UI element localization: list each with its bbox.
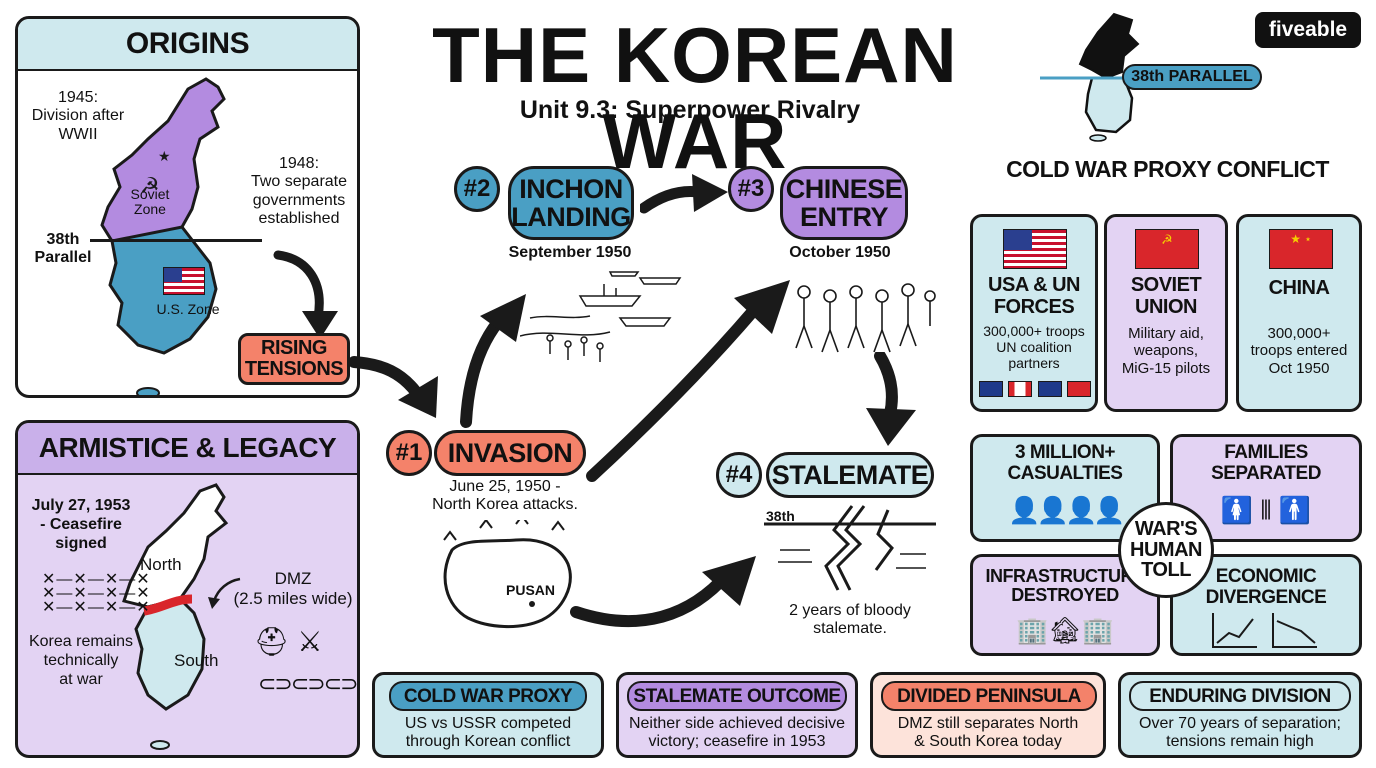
- us-zone-label: U.S. Zone: [156, 301, 220, 317]
- takeaway-title: ENDURING DIVISION: [1129, 681, 1351, 711]
- china-card-desc: 300,000+ troops entered Oct 1950: [1250, 325, 1348, 377]
- china-card-title: CHINA: [1268, 277, 1330, 299]
- armistice-title: ARMISTICE & LEGACY: [38, 432, 337, 463]
- logo-text: fiveable: [1268, 18, 1348, 41]
- svg-text:★: ★: [158, 148, 171, 164]
- takeaway-desc: Over 70 years of separation; tensions re…: [1139, 715, 1341, 751]
- proxy-card-usa: USA & UN FORCES 300,000+ troops UN coali…: [970, 214, 1098, 412]
- armistice-header: ARMISTICE & LEGACY: [18, 423, 357, 475]
- dmz-arrow: [208, 577, 241, 609]
- toll-center-circle: WAR'S HUMAN TOLL: [1118, 502, 1214, 598]
- barbed-wire-icon: ✕—✕—✕—✕✕—✕—✕—✕✕—✕—✕—✕: [42, 571, 151, 616]
- takeaway-cold-war-proxy: COLD WAR PROXY US vs USSR competed throu…: [372, 672, 604, 758]
- takeaway-desc: DMZ still separates North & South Korea …: [897, 715, 1079, 751]
- takeaway-title: DIVIDED PENINSULA: [881, 681, 1097, 711]
- dmz-label: DMZ (2.5 miles wide): [233, 569, 353, 608]
- soviet-zone-label: Soviet Zone: [130, 186, 170, 218]
- usa-card-desc: 300,000+ troops UN coalition partners: [983, 323, 1085, 372]
- dmz-line: [143, 594, 193, 616]
- stalemate-number: #4: [716, 452, 762, 498]
- toll-economic: ECONOMIC DIVERGENCE: [1170, 554, 1362, 656]
- arrow-1-to-2: [460, 294, 526, 428]
- pusan-label: PUSAN: [506, 582, 556, 598]
- usa-card-title: USA & UN FORCES: [988, 274, 1080, 318]
- parallel-line: [90, 239, 262, 242]
- north-korea-shape: [1078, 12, 1140, 80]
- naval-landing-icon: [520, 271, 682, 362]
- takeaway-desc: US vs USSR competed through Korean confl…: [404, 715, 572, 751]
- soviet-card-title: SOVIET UNION: [1130, 274, 1202, 318]
- inchon-number: #2: [454, 166, 500, 212]
- event-1945: 1945: Division after WWII: [31, 89, 125, 143]
- marching-troops-icon: [795, 283, 936, 353]
- north-label: North: [140, 555, 182, 574]
- toll-center-label: WAR'S HUMAN TOLL: [1130, 518, 1202, 582]
- armistice-date: July 27, 1953 - Ceasefire signed: [31, 497, 131, 552]
- takeaway-desc: Neither side achieved decisive victory; …: [628, 715, 846, 751]
- armistice-panel: ARMISTICE & LEGACY July 27, 1953 - Cease…: [15, 420, 360, 758]
- chinese-number: #3: [728, 166, 774, 212]
- china-flag-icon: ★ ⋆: [1269, 229, 1333, 269]
- invasion-number: #1: [386, 430, 432, 476]
- origins-title: ORIGINS: [125, 27, 250, 60]
- korea-mini-map: [1040, 12, 1150, 142]
- divergence-chart-icon: [1212, 613, 1317, 648]
- page-subtitle: Unit 9.3: Superpower Rivalry: [519, 96, 861, 124]
- island-shape: [136, 387, 160, 395]
- rising-tensions-tag: RISING TENSIONS: [238, 333, 350, 385]
- fiveable-logo[interactable]: fiveable: [1255, 12, 1361, 48]
- helmet-rifle-icon: ⛑ ⚔: [254, 626, 323, 657]
- takeaway-divided-peninsula: DIVIDED PENINSULA DMZ still separates No…: [870, 672, 1106, 758]
- us-flag-icon: [163, 267, 205, 295]
- pusan-perimeter-map: [443, 520, 572, 629]
- page-title: THE KOREAN WAR: [432, 11, 958, 185]
- south-label: South: [174, 651, 219, 670]
- chinese-label: CHINESE ENTRY: [780, 166, 908, 240]
- trench-line-icon: [764, 505, 936, 591]
- origins-header: ORIGINS: [18, 19, 357, 71]
- takeaway-enduring-division: ENDURING DIVISION Over 70 years of separ…: [1118, 672, 1362, 758]
- event-1948: 1948: Two separate governments establish…: [250, 155, 348, 228]
- invasion-desc: June 25, 1950 - North Korea attacks.: [432, 478, 578, 514]
- takeaway-stalemate-outcome: STALEMATE OUTCOME Neither side achieved …: [616, 672, 858, 758]
- takeaway-title: COLD WAR PROXY: [389, 681, 587, 711]
- arrow-1-to-4: [570, 556, 756, 628]
- proxy-title: COLD WAR PROXY CONFLICT: [1006, 156, 1329, 182]
- stalemate-desc: 2 years of bloody stalemate.: [789, 602, 911, 638]
- armistice-korea-map: [122, 483, 229, 750]
- parallel-label: 38th Parallel: [34, 231, 92, 267]
- takeaway-title: STALEMATE OUTCOME: [627, 681, 847, 711]
- soviet-flag-icon: ☭: [1135, 229, 1199, 269]
- arrow-3-to-4: [866, 352, 916, 446]
- remains-at-war: Korea remains technically at war: [28, 633, 134, 688]
- stalemate-line-label: 38th: [766, 508, 795, 524]
- soviet-card-desc: Military aid, weapons, MiG-15 pilots: [1121, 325, 1211, 377]
- proxy-card-soviet: ☭ SOVIET UNION Military aid, weapons, Mi…: [1104, 214, 1228, 412]
- inchon-label: INCHON LANDING: [508, 166, 634, 240]
- svg-text:☭: ☭: [140, 173, 160, 198]
- us-flag-icon: [1003, 229, 1067, 269]
- south-shape: [134, 597, 206, 711]
- arrow-2-to-3: [640, 174, 728, 214]
- arrow-1-to-3: [586, 280, 790, 482]
- inchon-date: September 1950: [508, 244, 632, 261]
- stalemate-label: STALEMATE: [766, 452, 934, 498]
- toll-families: FAMILIES SEPARATED 🚺 ⦀ 🚹: [1170, 434, 1362, 542]
- destroyed-buildings-icon: 🏢🏚🏢: [1016, 615, 1114, 645]
- broken-chain-icon: ⊂⊃⊂⊃⊂⊃: [258, 671, 357, 696]
- coalition-flags-icon: [979, 381, 1091, 397]
- crowd-icon: 👤👤👤👤: [1008, 495, 1126, 525]
- separated-family-icon: 🚺 ⦀ 🚹: [1220, 495, 1312, 525]
- invasion-label: INVASION: [434, 430, 586, 476]
- origins-korea-map: ★ ☭: [100, 77, 226, 395]
- parallel-tag: 38th PARALLEL: [1122, 64, 1262, 90]
- chinese-date: October 1950: [789, 244, 891, 261]
- arrow-to-invasion: [350, 356, 438, 418]
- proxy-card-china: ★ ⋆ CHINA 300,000+ troops entered Oct 19…: [1236, 214, 1362, 412]
- arrow-to-tensions: [273, 250, 338, 339]
